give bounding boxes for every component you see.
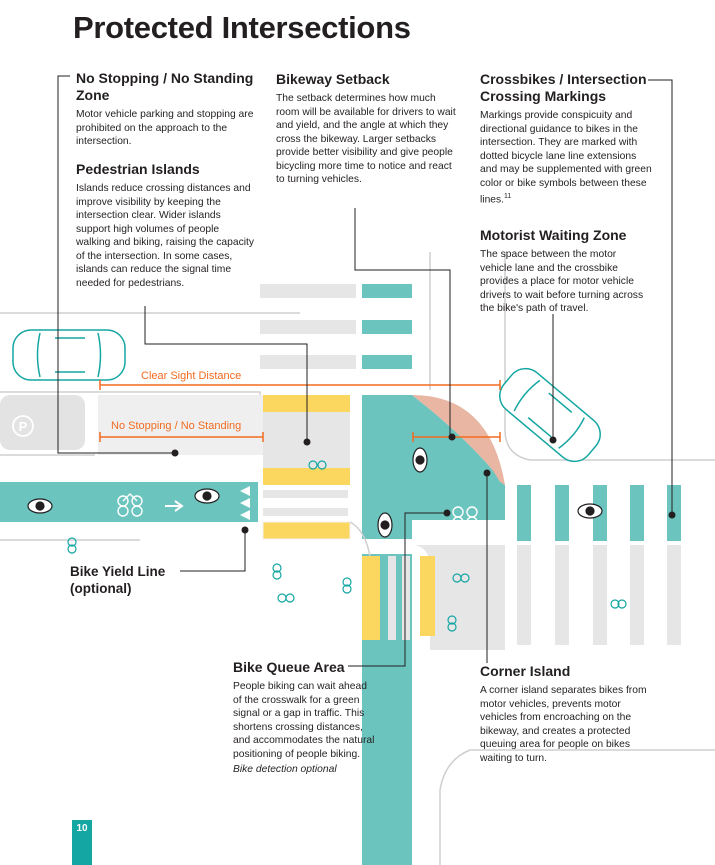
section-body: The setback determines how much room wil… (276, 93, 456, 185)
bike-yield-line (240, 486, 250, 520)
section-heading: Bikeway Setback (276, 71, 390, 87)
section-pedestrian-islands: Pedestrian Islands Islands reduce crossi… (76, 161, 256, 290)
parking-sign-icon (12, 415, 34, 437)
setback-wedge (412, 395, 505, 485)
setback-line (412, 432, 501, 442)
clear-sight-label: Clear Sight Distance (141, 370, 242, 382)
leader-dots (171, 433, 676, 534)
section-heading: Bike Queue Area (233, 659, 345, 675)
page-number: 10 (72, 820, 92, 865)
section-body: Islands reduce crossing distances and im… (76, 183, 255, 289)
section-body: Motor vehicle parking and stopping are p… (76, 109, 254, 147)
lane-extension (263, 490, 348, 516)
section-heading: Motorist Waiting Zone (480, 227, 627, 243)
section-no-stopping: No Stopping / No Standing Zone Motor veh… (76, 70, 256, 149)
section-bikeway-setback: Bikeway Setback The setback determines h… (276, 71, 456, 187)
footnote-ref: 11 (504, 193, 512, 200)
corner-island (412, 545, 505, 650)
crosswalk-south (388, 556, 410, 640)
leader-lines (57, 75, 673, 667)
car-icon (499, 367, 601, 463)
section-body: The space between the motor vehicle lane… (480, 249, 644, 314)
bike-yield-line-label: Bike Yield Line (optional) (70, 564, 166, 596)
section-body: Markings provide conspicuity and directi… (480, 110, 652, 206)
section-body: A corner island separates bikes from mot… (480, 685, 647, 764)
section-corner-island: Corner Island A corner island separates … (480, 663, 650, 765)
tactile-pad (263, 468, 350, 485)
section-heading: No Stopping / No Standing Zone (76, 70, 254, 103)
bicycle-symbol-icon (117, 493, 478, 528)
section-motorist-waiting: Motorist Waiting Zone The space between … (480, 227, 650, 316)
bicycle-symbol-icon (67, 460, 627, 632)
parking-sign-letter: P (19, 419, 28, 434)
tactile-pad (420, 556, 435, 636)
no-stopping-line (99, 432, 264, 442)
cyclist-icon (27, 447, 603, 538)
section-heading: Crossbikes / Intersection Crossing Marki… (480, 71, 647, 104)
section-heading: Corner Island (480, 663, 571, 679)
tactile-pad (362, 556, 380, 640)
arrow-right-icon (165, 500, 184, 512)
crosswalk-north (260, 284, 412, 369)
section-note: Bike detection optional (233, 764, 337, 775)
bikeway-east (505, 485, 715, 520)
tactile-pad (263, 522, 350, 539)
curb-lines (0, 252, 715, 865)
section-bike-queue: Bike Queue Area People biking can wait a… (233, 659, 378, 777)
bikeway-gap (355, 539, 415, 554)
curb-extension (98, 395, 263, 455)
section-crossbikes: Crossbikes / Intersection Crossing Marki… (480, 71, 655, 207)
clear-sight-line (99, 380, 501, 390)
bikeway-intersection (362, 395, 505, 520)
car-icon (12, 329, 126, 381)
dimension-lines (99, 380, 501, 442)
corner-curb (349, 521, 371, 557)
island-curb (262, 521, 351, 540)
page-title: Protected Intersections (73, 10, 411, 45)
no-stopping-label: No Stopping / No Standing (111, 420, 242, 432)
section-body: People biking can wait ahead of the cros… (233, 681, 375, 760)
section-heading: Pedestrian Islands (76, 161, 200, 177)
crosswalk-east (517, 545, 681, 645)
